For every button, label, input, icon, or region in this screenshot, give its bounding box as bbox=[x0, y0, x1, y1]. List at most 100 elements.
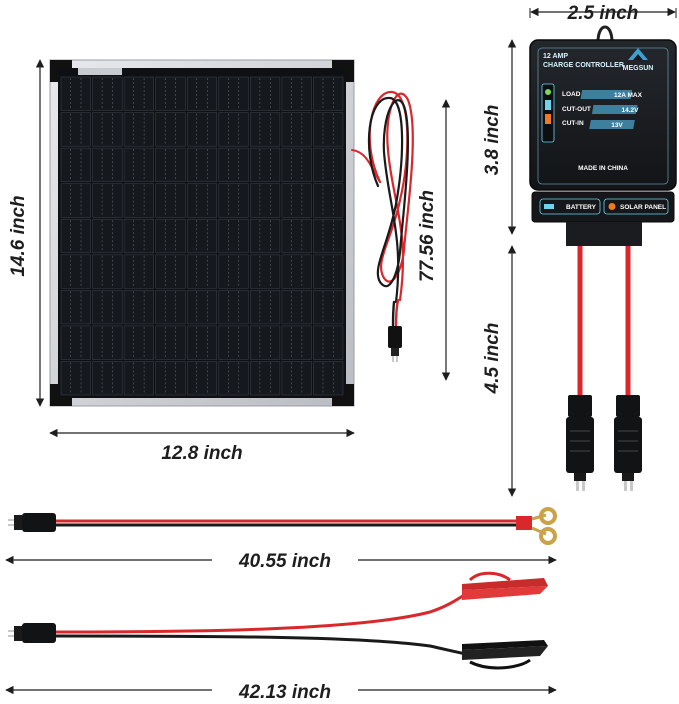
solar-cell bbox=[313, 361, 344, 396]
solar-cell bbox=[313, 183, 344, 218]
solar-cell bbox=[281, 289, 312, 325]
solar-cell bbox=[92, 183, 123, 218]
panel-corner bbox=[50, 60, 72, 82]
solar-cell bbox=[123, 147, 154, 183]
panel-width-label: 12.8 inch bbox=[161, 443, 242, 464]
made-in-label: MADE IN CHINA bbox=[578, 165, 628, 172]
coiled-panel-cable bbox=[351, 90, 414, 362]
solar-cell bbox=[313, 112, 344, 147]
solar-cell bbox=[123, 289, 154, 325]
controller-width-label: 2.5 inch bbox=[567, 3, 639, 24]
controller-subtitle: CHARGE CONTROLLER bbox=[543, 62, 624, 69]
solar-cell bbox=[186, 183, 218, 218]
cutout-label: CUT-OUT bbox=[562, 106, 591, 113]
solar-cell bbox=[250, 254, 281, 289]
controller-title: 12 AMP bbox=[543, 53, 568, 60]
solar-cell bbox=[123, 183, 154, 218]
solar-cell bbox=[155, 112, 186, 147]
solar-cell bbox=[281, 147, 312, 183]
solar-cell bbox=[155, 218, 186, 254]
solar-cell bbox=[92, 289, 123, 325]
solar-cell bbox=[186, 289, 218, 325]
solar-cell bbox=[218, 289, 249, 325]
panel-corner bbox=[332, 384, 354, 406]
panel-corner bbox=[332, 60, 354, 82]
solar-cell bbox=[155, 289, 186, 325]
solar-cell bbox=[313, 254, 344, 289]
solar-cell bbox=[123, 254, 154, 289]
panel-label-strip bbox=[78, 68, 122, 75]
solar-cell bbox=[123, 325, 154, 360]
ring-terminal-cable bbox=[8, 507, 557, 545]
solar-cell bbox=[281, 254, 312, 289]
solar-cell bbox=[218, 254, 249, 289]
solar-cell bbox=[313, 289, 344, 325]
solar-cell bbox=[60, 183, 91, 218]
solar-cell bbox=[218, 325, 249, 360]
load-label: LOAD bbox=[562, 91, 581, 98]
battery-label: BATTERY bbox=[566, 204, 597, 211]
load-indicator-icon bbox=[545, 89, 551, 95]
solar-cell bbox=[155, 361, 186, 396]
solar-cell bbox=[92, 218, 123, 254]
solar-cell bbox=[155, 183, 186, 218]
solar-panel bbox=[49, 59, 355, 407]
solar-cell bbox=[92, 254, 123, 289]
alligator-clip-cable bbox=[8, 571, 548, 670]
solar-indicator-icon bbox=[608, 203, 616, 210]
solar-cell bbox=[60, 289, 91, 325]
load-value: 12A MAX bbox=[614, 92, 643, 99]
solar-cell bbox=[186, 76, 218, 111]
solar-cell bbox=[92, 361, 123, 396]
solar-cell bbox=[218, 183, 249, 218]
controller-brand: MEGSUN bbox=[623, 65, 654, 72]
controller-lead-label: 4.5 inch bbox=[482, 323, 503, 395]
solar-cell bbox=[60, 112, 91, 147]
solar-cell bbox=[186, 254, 218, 289]
solar-cell bbox=[250, 183, 281, 218]
charge-controller: 2.5 inch 12 AMP CHARGE CONTROLLER MEGSUN… bbox=[529, 3, 677, 491]
solar-cell bbox=[281, 76, 312, 111]
panel-corner bbox=[50, 384, 72, 406]
clip-cable-label: 42.13 inch bbox=[238, 682, 331, 703]
solar-cell bbox=[250, 325, 281, 360]
solar-cell bbox=[186, 147, 218, 183]
solar-cell bbox=[123, 218, 154, 254]
solar-cell bbox=[155, 76, 186, 111]
solar-cell bbox=[281, 361, 312, 396]
solar-cell bbox=[313, 76, 344, 111]
solar-cell bbox=[218, 76, 249, 111]
solar-cell bbox=[250, 289, 281, 325]
solar-cell bbox=[218, 361, 249, 396]
solar-cell bbox=[250, 361, 281, 396]
solar-cell bbox=[218, 218, 249, 254]
solar-cell bbox=[186, 361, 218, 396]
battery-icon bbox=[544, 204, 554, 209]
solar-cell bbox=[281, 183, 312, 218]
solar-cell bbox=[123, 361, 154, 396]
solar-cell bbox=[186, 112, 218, 147]
panel-height-label: 14.6 inch bbox=[8, 195, 29, 276]
solar-cell bbox=[250, 147, 281, 183]
solar-cell bbox=[218, 147, 249, 183]
solar-cell bbox=[186, 325, 218, 360]
solar-cell bbox=[281, 218, 312, 254]
solar-cell bbox=[60, 76, 91, 111]
solar-cell bbox=[92, 76, 123, 111]
solar-cell bbox=[313, 147, 344, 183]
solar-cell bbox=[155, 147, 186, 183]
solar-cell bbox=[60, 254, 91, 289]
solar-panel-label: SOLAR PANEL bbox=[620, 204, 666, 211]
solar-cell bbox=[60, 218, 91, 254]
cutin-label: CUT-IN bbox=[562, 120, 584, 127]
solar-cell bbox=[60, 325, 91, 360]
controller-height-label: 3.8 inch bbox=[482, 105, 503, 176]
solar-cell bbox=[250, 112, 281, 147]
solar-cell bbox=[123, 76, 154, 111]
solar-cell bbox=[123, 112, 154, 147]
solar-cell bbox=[186, 218, 218, 254]
solar-cell bbox=[92, 147, 123, 183]
solar-cell bbox=[313, 218, 344, 254]
solar-cell bbox=[92, 112, 123, 147]
